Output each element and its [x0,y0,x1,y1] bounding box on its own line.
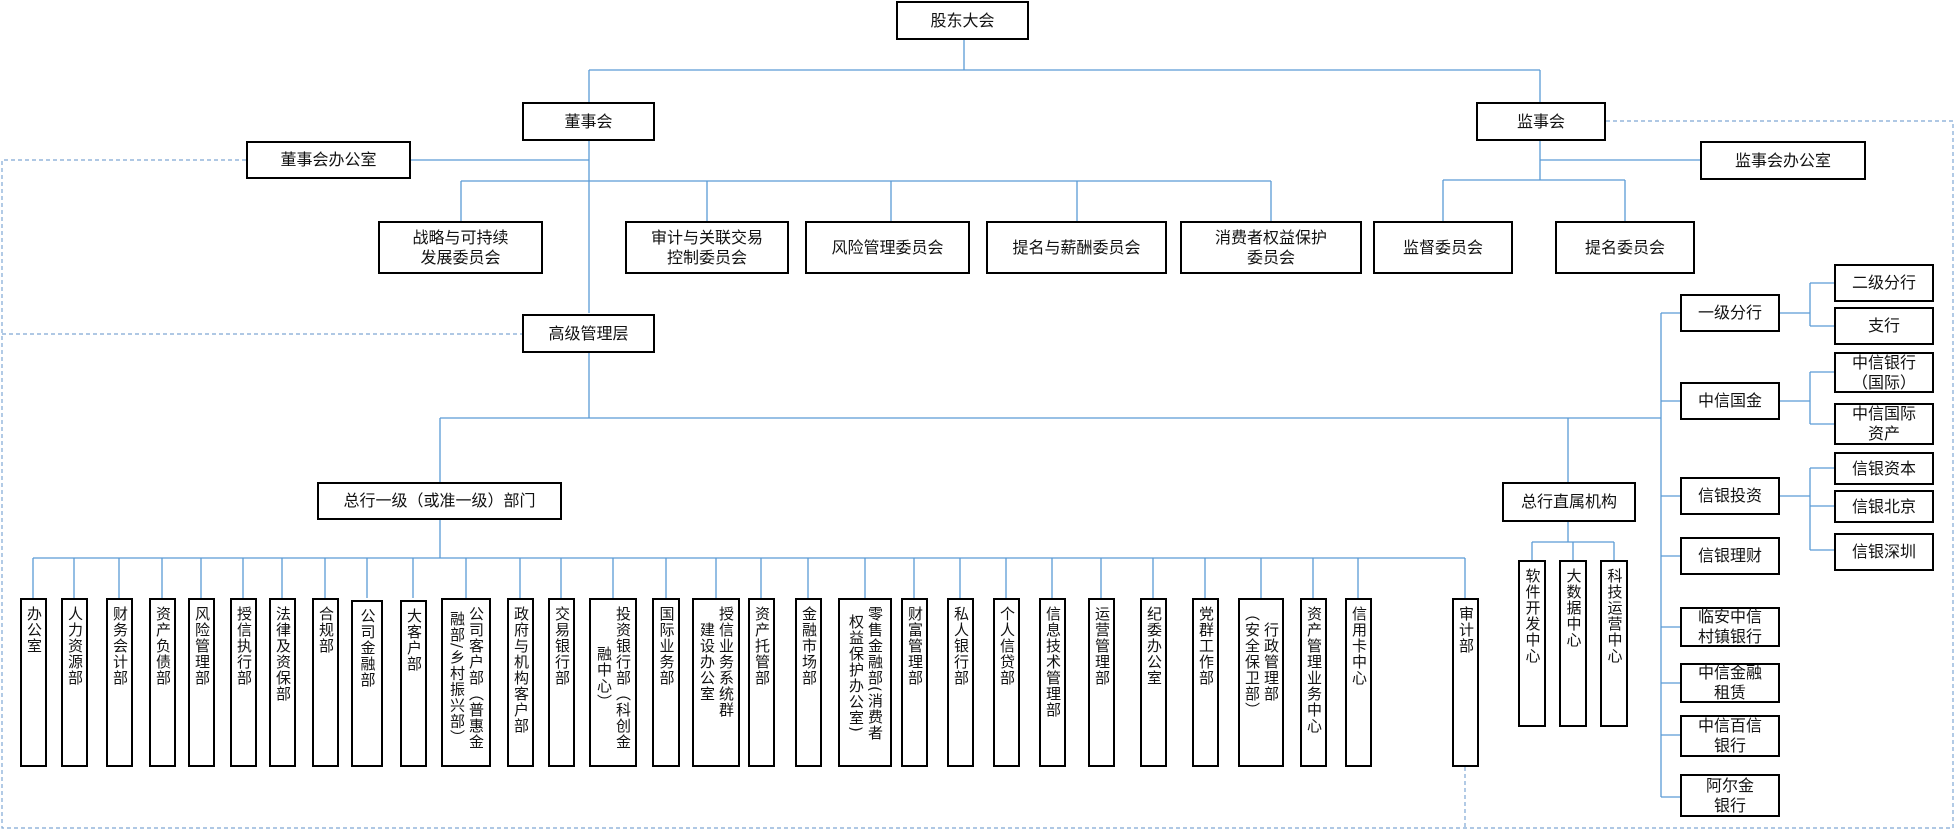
dept-legal[interactable]: 法律及资保部 [269,598,296,767]
sub-branch[interactable]: 支行 [1834,307,1934,345]
dept-custody[interactable]: 资产托管部 [748,598,775,767]
dept-general-office[interactable]: 办公室 [20,598,47,767]
committee-risk[interactable]: 风险管理委员会 [805,221,970,274]
subsidiary-citic-baixin-bank[interactable]: 中信百信 银行 [1680,715,1780,757]
dept-key-accounts[interactable]: 大客户部 [400,600,427,767]
subsidiary-citic-international-finance[interactable]: 中信国金 [1680,382,1780,420]
dept-corporate-finance[interactable]: 公司金融部 [351,600,383,767]
dept-investment-banking[interactable]: 投资银行部（科创金 融中心） [589,598,637,767]
dept-party-work[interactable]: 党群工作部 [1192,598,1219,767]
subsidiary-citic-financial-leasing[interactable]: 中信金融 租赁 [1680,663,1780,703]
subsidiary-xinyin-investment[interactable]: 信银投资 [1680,477,1780,515]
dept-wealth-management[interactable]: 财富管理部 [901,598,928,767]
board-of-directors[interactable]: 董事会 [522,102,655,141]
dept-credit-execution[interactable]: 授信执行部 [230,598,257,767]
subsidiary-linan-village-bank[interactable]: 临安中信 村镇银行 [1680,607,1780,647]
dept-risk-management[interactable]: 风险管理部 [188,598,215,767]
committee-nomination-remuneration[interactable]: 提名与薪酬委员会 [986,221,1167,274]
dept-asset-liability[interactable]: 资产负债部 [149,598,176,767]
subsidiary-xinyin-beijing[interactable]: 信银北京 [1834,490,1934,523]
dept-corporate-clients[interactable]: 公司客户部（普惠金 融部/乡村振兴部） [441,598,491,767]
dept-credit-system-office[interactable]: 授信业务系统群 建设办公室 [692,598,740,767]
dept-operations[interactable]: 运营管理部 [1088,598,1115,767]
subsidiary-xinyin-capital[interactable]: 信银资本 [1834,452,1934,485]
hq-affiliated-institutions[interactable]: 总行直属机构 [1502,482,1636,522]
committee-audit[interactable]: 审计与关联交易 控制委员会 [625,221,789,274]
committee-strategy[interactable]: 战略与可持续 发展委员会 [378,221,543,274]
dept-retail-finance[interactable]: 零售金融部(消费者 权益保护办公室) [838,598,892,767]
subsidiary-citic-bank-international[interactable]: 中信银行 （国际） [1834,352,1934,393]
dept-compliance[interactable]: 合规部 [312,598,339,767]
dept-government-institutional[interactable]: 政府与机构客户部 [507,598,534,767]
dept-personal-credit[interactable]: 个人信贷部 [993,598,1020,767]
senior-management[interactable]: 高级管理层 [522,314,655,353]
supervisory-board[interactable]: 监事会 [1476,102,1606,141]
dept-international[interactable]: 国际业务部 [652,598,680,767]
dept-human-resources[interactable]: 人力资源部 [61,598,88,767]
technology-operations-center[interactable]: 科技运营中心 [1600,560,1628,727]
big-data-center[interactable]: 大数据中心 [1559,560,1587,727]
dept-credit-card-center[interactable]: 信用卡中心 [1345,598,1372,767]
committee-consumer-protection[interactable]: 消费者权益保护 委员会 [1180,221,1362,274]
supervisory-office[interactable]: 监事会办公室 [1700,141,1866,180]
software-development-center[interactable]: 软件开发中心 [1518,560,1546,727]
supervisory-committee[interactable]: 监督委员会 [1373,221,1513,274]
subsidiary-xinyin-wealth[interactable]: 信银理财 [1680,537,1780,575]
board-office[interactable]: 董事会办公室 [246,141,411,179]
dept-administration[interactable]: 行政管理部 （安全保卫部） [1238,598,1284,767]
subsidiary-xinyin-shenzhen[interactable]: 信银深圳 [1834,533,1934,571]
dept-asset-management-center[interactable]: 资产管理业务中心 [1300,598,1327,767]
subsidiary-citic-international-assets[interactable]: 中信国际 资产 [1834,403,1934,445]
dept-it-management[interactable]: 信息技术管理部 [1039,598,1066,767]
dept-transaction-banking[interactable]: 交易银行部 [548,598,575,767]
second-level-branch[interactable]: 二级分行 [1834,264,1934,302]
dept-financial-markets[interactable]: 金融市场部 [795,598,822,767]
shareholders-meeting[interactable]: 股东大会 [896,1,1029,40]
dept-audit[interactable]: 审计部 [1452,598,1479,767]
dept-private-banking[interactable]: 私人银行部 [947,598,974,767]
subsidiary-altyn-bank[interactable]: 阿尔金 银行 [1680,774,1780,817]
nomination-committee-supervisory[interactable]: 提名委员会 [1555,221,1695,274]
first-level-branch[interactable]: 一级分行 [1680,294,1780,332]
dept-discipline-office[interactable]: 纪委办公室 [1140,598,1167,767]
hq-first-level-departments[interactable]: 总行一级（或准一级）部门 [317,482,562,520]
dept-finance-accounting[interactable]: 财务会计部 [106,598,133,767]
